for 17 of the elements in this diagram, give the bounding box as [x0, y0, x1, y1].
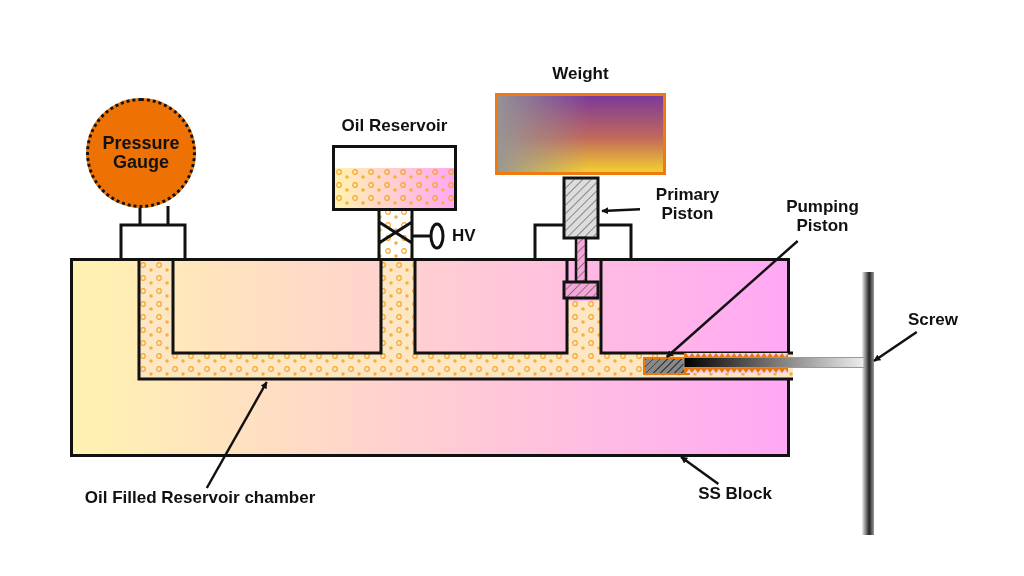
- primary-piston: [560, 176, 602, 300]
- leader-arrow: [680, 456, 720, 485]
- callout-label: Oil Filled Reservoir chamber: [40, 488, 360, 512]
- callout-label: Pumping Piston: [775, 197, 870, 241]
- gauge-label: Pressure Gauge: [101, 134, 181, 172]
- tank-heading: Oil Reservoir: [340, 116, 449, 136]
- steel-block: [70, 258, 790, 457]
- weight-heading: Weight: [551, 64, 610, 84]
- leader-arrow: [873, 330, 918, 362]
- callout-label: Primary Piston: [640, 185, 735, 229]
- leader-arrow: [205, 381, 268, 489]
- callout-label: SS Block: [680, 484, 790, 508]
- leader-arrow: [665, 240, 799, 358]
- leader-arrow: [601, 207, 641, 215]
- valve-label: HV: [452, 226, 476, 245]
- screw-plate: [862, 272, 874, 535]
- callout-label: Screw: [900, 310, 966, 332]
